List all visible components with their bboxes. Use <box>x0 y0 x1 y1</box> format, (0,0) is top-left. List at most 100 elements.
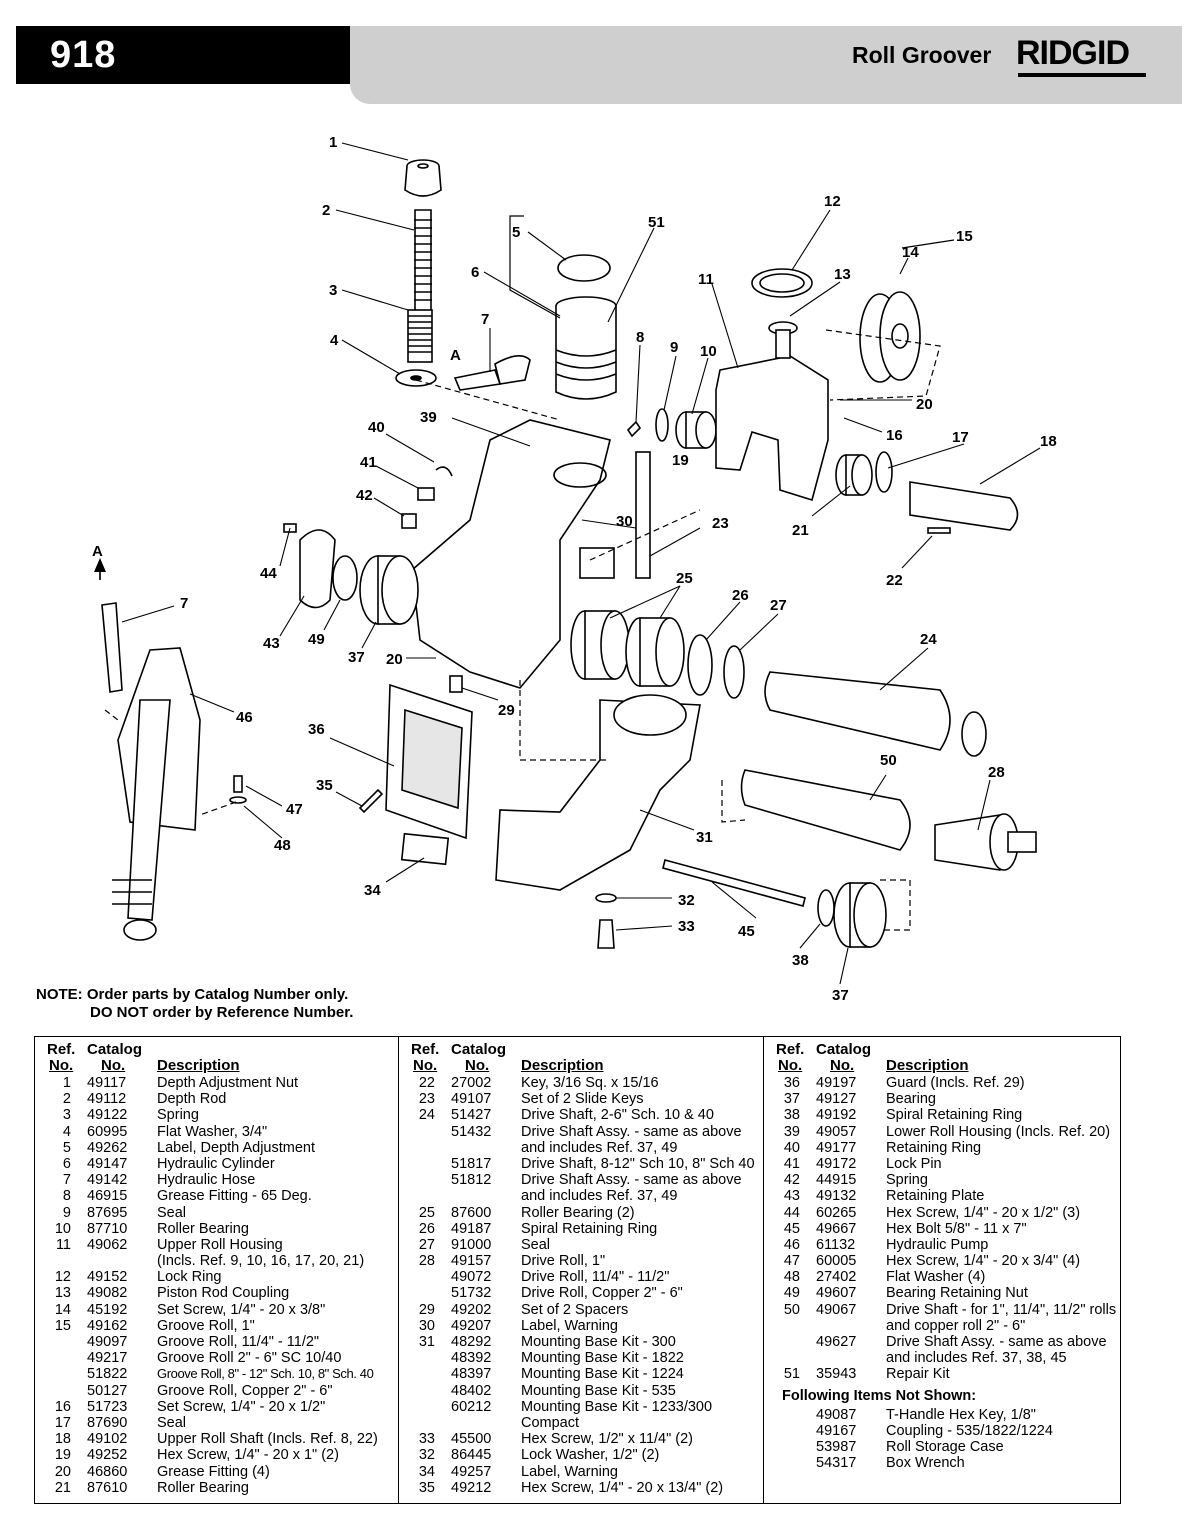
part-hydraulic-hose <box>101 602 123 693</box>
part-description: Depth Adjustment Nut <box>157 1075 299 1091</box>
ref-label-7-lower: 7 <box>180 595 188 612</box>
part-description: Drive Roll, 11/4" - 11/2" <box>521 1269 670 1286</box>
part-description: Groove Roll, 11/4" - 11/2" <box>157 1334 320 1350</box>
ref-label-22: 22 <box>886 572 903 589</box>
part-description: Mounting Base Kit - 300 <box>521 1334 676 1350</box>
ref-number: 51 <box>783 1366 800 1383</box>
ref-label-20-lower: 20 <box>386 651 403 668</box>
part-description: Flat Washer, 3/4" <box>157 1123 268 1140</box>
part-guard <box>385 683 473 840</box>
ref-number: 21 <box>54 1479 71 1496</box>
product-title: Roll Groover <box>852 42 992 68</box>
catalog-number: 61132 <box>816 1236 856 1253</box>
part-description: Guard (Incls. Ref. 29) <box>886 1075 1025 1091</box>
catalog-number: 49057 <box>816 1123 857 1140</box>
catalog-number: 49132 <box>816 1188 857 1205</box>
column-header: Ref. No. Catalog No. Description <box>776 1041 969 1074</box>
assembly-guide-lines <box>104 329 941 931</box>
part-description: Groove Roll, Copper 2" - 6" <box>157 1382 333 1399</box>
ref-label-49: 49 <box>308 631 325 648</box>
table-row: and copper roll 2" - 6" <box>764 1318 1122 1334</box>
part-description: Retaining Plate <box>886 1188 985 1205</box>
part-description: Hex Screw, 1/2" x 11/4" (2) <box>521 1431 694 1448</box>
ref-number: 42 <box>783 1172 800 1189</box>
ref-label-23: 23 <box>712 515 729 532</box>
part-upper-roll-shaft <box>909 481 1019 531</box>
table-row: and includes Ref. 37, 38, 45 <box>764 1350 1122 1366</box>
catalog-number: 87690 <box>87 1414 128 1431</box>
ref-label-6: 6 <box>471 264 479 281</box>
part-groove-roll <box>859 291 921 383</box>
catalog-number: 91000 <box>451 1236 492 1253</box>
catalog-number: 49067 <box>816 1301 857 1318</box>
part-drive-shaft-24 <box>764 671 951 751</box>
ref-number: 19 <box>54 1447 71 1464</box>
catalog-number: 49157 <box>451 1253 492 1270</box>
catalog-number: 49082 <box>87 1285 128 1302</box>
part-description: Drive Shaft, 8-12" Sch 10, 8" Sch 40 <box>521 1155 755 1172</box>
ref-label-11: 11 <box>698 271 714 288</box>
catalog-number: 49192 <box>816 1107 857 1124</box>
part-roller-bearing-10 <box>675 411 717 449</box>
ref-label-27: 27 <box>770 597 787 614</box>
ref-label-39: 39 <box>420 409 437 426</box>
part-description: Grease Fitting (4) <box>157 1463 270 1480</box>
part-description: Lower Roll Housing (Incls. Ref. 20) <box>886 1123 1111 1140</box>
catalog-number: 49167 <box>816 1422 857 1439</box>
ref-label-1: 1 <box>329 134 337 151</box>
part-description: Groove Roll 2" - 6" SC 10/40 <box>157 1350 342 1367</box>
part-mounting-base <box>495 694 701 891</box>
part-roller-bearing-25b <box>625 617 685 687</box>
ref-label-18: 18 <box>1040 433 1057 450</box>
part-description: Repair Kit <box>886 1366 950 1383</box>
ref-label-5: 5 <box>512 224 520 241</box>
part-description: Box Wrench <box>886 1455 965 1472</box>
part-upper-roll-housing <box>715 355 829 502</box>
part-description: and includes Ref. 37, 49 <box>521 1139 678 1156</box>
ref-number: 4 <box>62 1123 71 1140</box>
catalog-number: 49107 <box>451 1091 492 1108</box>
part-spiral-retaining-ring-38 <box>817 889 835 927</box>
header-title-tab <box>350 84 1182 104</box>
ref-number: 29 <box>418 1301 435 1318</box>
part-description: Hex Screw, 1/4" - 20 x 1" (2) <box>157 1447 339 1464</box>
ref-number: 33 <box>418 1431 435 1448</box>
part-description: Set of 2 Spacers <box>521 1301 629 1318</box>
ref-number: 38 <box>783 1107 800 1124</box>
ref-label-15: 15 <box>956 228 973 245</box>
part-description: Retaining Ring <box>886 1139 982 1156</box>
ref-number: 3 <box>62 1107 71 1124</box>
ref-label-29: 29 <box>498 702 515 719</box>
part-description: Groove Roll, 8" - 12" Sch. 10, 8" Sch. 4… <box>157 1366 374 1382</box>
part-description: Roller Bearing <box>157 1479 249 1496</box>
catalog-number: 49172 <box>816 1155 857 1172</box>
catalog-number: 51723 <box>87 1398 128 1415</box>
part-description: Seal <box>157 1204 187 1221</box>
part-hex-screw-35 <box>358 788 384 814</box>
ref-label-50: 50 <box>880 752 897 769</box>
catalog-number: 44915 <box>816 1172 857 1189</box>
part-description: Seal <box>157 1414 187 1431</box>
part-description: Mounting Base Kit - 1822 <box>521 1350 684 1367</box>
ref-number: 34 <box>418 1463 435 1480</box>
not-shown-heading: Following Items Not Shown: <box>782 1387 977 1404</box>
ref-label-28: 28 <box>988 764 1005 781</box>
ref-number: 31 <box>418 1334 435 1350</box>
